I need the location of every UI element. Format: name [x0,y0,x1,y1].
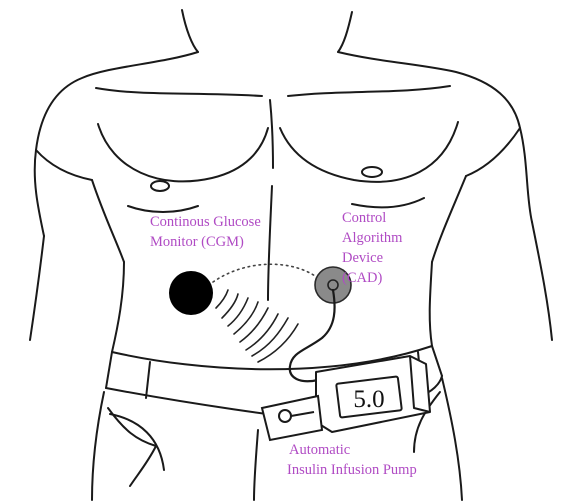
cgm-label-line-1: Continous Glucose [150,212,261,232]
belt-left-edge [106,352,112,388]
right-waist [430,262,432,346]
belt-right-edge [432,346,442,376]
wireless-signal-waves [216,290,298,362]
right-shoulder-outline [338,52,532,222]
pants-fly [254,430,258,500]
right-nipple [362,167,382,177]
pump-label: Automatic Insulin Infusion Pump [287,440,417,480]
cad-label-line-1: Control [342,208,402,228]
pants-right-side [442,378,462,500]
left-nipple [151,181,169,191]
wireless-link-dotted [213,264,318,282]
right-pectoral [280,122,458,182]
cgm-sensor [169,271,213,315]
cad-label-line-3: Device [342,248,402,268]
left-deltoid-line [36,150,92,180]
pump-belt-clip [262,396,322,440]
pump-label-line-2: Insulin Infusion Pump [287,460,417,480]
sternum-line [270,100,273,168]
left-pectoral [98,124,268,181]
cgm-label: Continous Glucose Monitor (CGM) [150,212,261,252]
left-arm-outer [30,236,44,340]
pants-left-side [92,392,104,500]
cad-label-line-4: (CAD) [342,268,402,288]
neck-left-outline [182,10,198,52]
left-shoulder-outline [35,52,198,236]
left-arm-inner [92,180,124,262]
pump-display-reading: 5.0 [337,385,401,415]
cad-label: Control Algorithm Device (CAD) [342,208,402,288]
belt-loop-left [146,362,150,398]
right-arm-inner [432,176,466,262]
left-clavicle [96,88,262,96]
pump-label-line-1: Automatic [287,440,417,460]
right-clavicle [288,86,450,96]
neck-right-outline [338,12,352,52]
right-arm-outer [532,222,552,340]
left-pocket-upper [108,408,156,486]
right-deltoid-line [466,128,520,176]
cgm-label-line-2: Monitor (CGM) [150,232,261,252]
right-rib-line [352,198,424,207]
cad-label-line-2: Algorithm [342,228,402,248]
left-waist [112,262,124,352]
abdomen-center-line [268,186,272,300]
left-pocket [110,414,164,470]
